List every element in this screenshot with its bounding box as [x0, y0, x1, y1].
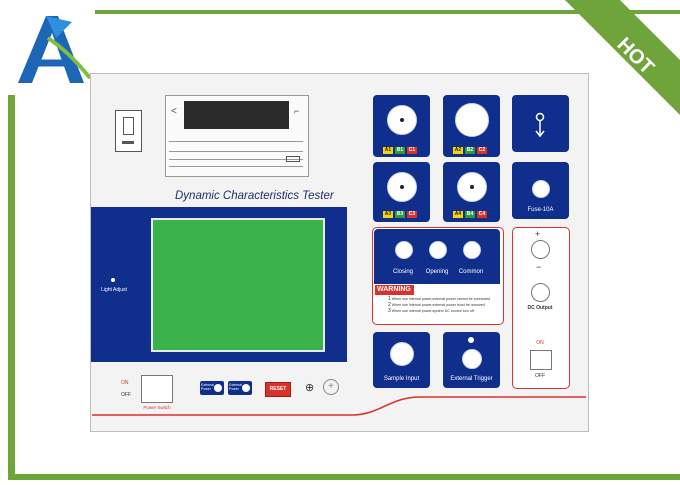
panel-bottom-curve [92, 396, 586, 416]
frame-left-bar [8, 95, 15, 480]
ground-block [512, 95, 569, 152]
closing-label: Closing [392, 269, 413, 275]
channel-a3-tag: A3 [383, 211, 393, 218]
fuse-block: Fuse-10A [512, 162, 569, 219]
dc-off-label: OFF [535, 373, 545, 379]
ground-terminal-icon: ⊕ [305, 382, 315, 394]
external-trigger-port[interactable] [462, 349, 482, 369]
frame-bottom-bar [8, 474, 680, 480]
channel-a1-tag: A1 [383, 147, 393, 154]
dc-minus-terminal[interactable] [531, 283, 550, 302]
channel-b2-tag: B2 [465, 147, 475, 154]
external-trigger-block: External Trigger [443, 332, 500, 388]
channel-a2-tag: A2 [453, 147, 463, 154]
external-power-2[interactable]: External Power [228, 381, 252, 395]
power-switch[interactable] [141, 375, 173, 403]
lcd-screen [151, 218, 325, 352]
warning-title: WARNING [375, 285, 414, 295]
external-trigger-label: External Trigger [450, 376, 493, 382]
dc-on-label: ON [536, 340, 544, 346]
channel-block-a3: A3 B3 C3 [373, 162, 430, 222]
channel-c2-tag: C2 [477, 147, 487, 154]
channel-block-a4: A4 B4 C4 [443, 162, 500, 222]
channel-b4-tag: B4 [465, 211, 475, 218]
channel-a3-knob[interactable] [387, 172, 417, 202]
common-label: Common [458, 269, 484, 275]
opening-button[interactable] [429, 241, 447, 259]
sample-input-block: Sample Input [373, 332, 430, 388]
logo-icon [8, 8, 93, 88]
control-buttons-block: Closing Opening Common [374, 229, 500, 284]
fuse-holder[interactable] [532, 180, 550, 198]
sample-input-label: Sample Input [383, 376, 420, 382]
sample-input-port[interactable] [390, 342, 414, 366]
channel-a2-knob[interactable] [455, 103, 489, 137]
ground-symbol-icon [535, 112, 545, 138]
frame-top-bar [95, 10, 680, 14]
opening-label: Opening [425, 269, 449, 275]
common-button[interactable] [463, 241, 481, 259]
light-adjust-label: Light Adjust [101, 287, 127, 293]
channel-c1-tag: C1 [407, 147, 417, 154]
channel-a1-knob[interactable] [387, 105, 417, 135]
closing-button[interactable] [395, 241, 413, 259]
light-adjust-knob[interactable] [111, 278, 115, 282]
mini-switch[interactable] [115, 110, 142, 152]
channel-c4-tag: C4 [477, 211, 487, 218]
channel-a4-knob[interactable] [457, 172, 487, 202]
power-on-label: ON [121, 380, 129, 386]
external-trigger-indicator [468, 337, 474, 343]
power-off-label: OFF [121, 392, 131, 398]
channel-a4-tag: A4 [453, 211, 463, 218]
channel-c3-tag: C3 [407, 211, 417, 218]
dc-plus-terminal[interactable] [531, 240, 550, 259]
printer-right-mark: ⌐ [294, 106, 300, 116]
printer-slot [184, 101, 289, 129]
external-power-1[interactable]: External Power [200, 381, 224, 395]
power-switch-label: Power Switch [143, 405, 171, 410]
warning-line-1: 1 When use internal power,external power… [388, 296, 491, 302]
dc-output-switch[interactable] [530, 350, 552, 370]
channel-block-a1: A1 B1 C1 [373, 95, 430, 157]
dc-minus-label: − [536, 262, 542, 272]
printer-left-mark: < [171, 106, 177, 117]
panel-title: Dynamic Characteristics Tester [175, 190, 334, 202]
warning-line-3: 3 When use internal power,system DC sour… [388, 308, 474, 314]
channel-block-a2: A2 B2 C2 [443, 95, 500, 157]
reset-button[interactable]: RESET [265, 382, 291, 397]
earth-terminal[interactable]: + [323, 379, 339, 395]
dc-plus-label: + [535, 229, 541, 239]
warning-line-2: 2 When use internal power,external power… [388, 302, 485, 308]
channel-b1-tag: B1 [395, 147, 405, 154]
channel-b3-tag: B3 [395, 211, 405, 218]
hot-ribbon: HOT [560, 0, 680, 120]
fuse-label: Fuse-10A [527, 207, 554, 213]
printer: < ⌐ [165, 95, 309, 177]
dc-output-label: DC Output [527, 305, 553, 311]
